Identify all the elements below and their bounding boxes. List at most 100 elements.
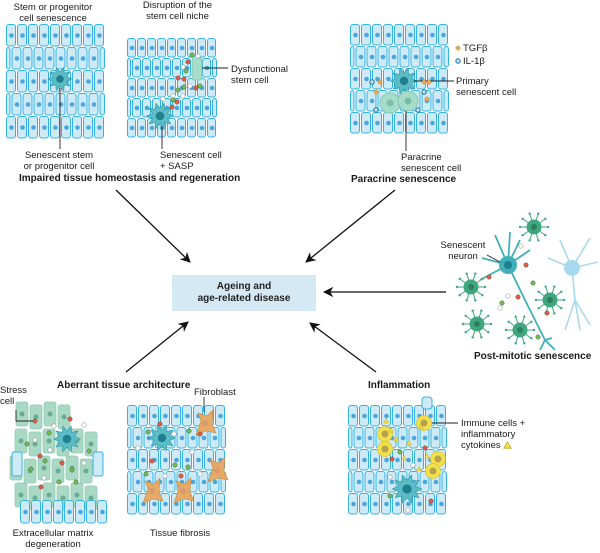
- cell-nucleus: [441, 76, 446, 82]
- cell-nucleus: [358, 54, 364, 60]
- sasp-factor: [37, 453, 43, 459]
- cell-nucleus: [406, 501, 411, 507]
- cell-nucleus: [422, 435, 428, 441]
- inflammation-title: Inflammation: [368, 380, 431, 391]
- cell-nucleus: [375, 32, 380, 38]
- cell-nucleus: [163, 413, 168, 419]
- cell-nucleus: [408, 32, 413, 38]
- cell-nucleus: [149, 85, 155, 91]
- glia-tip: [534, 298, 538, 302]
- cell-nucleus: [141, 413, 146, 419]
- sasp-factor: [42, 458, 48, 464]
- sasp-factor: [197, 83, 203, 89]
- cell-nucleus: [174, 413, 179, 419]
- sasp-factor: [174, 99, 180, 105]
- glia-tip: [514, 315, 517, 318]
- tissue-cell: [11, 451, 23, 477]
- glia-tip: [489, 322, 493, 326]
- senescent-stem-cell: [47, 67, 73, 91]
- glia-tip: [537, 290, 540, 293]
- sasp-factor: [51, 423, 57, 429]
- glia-tip: [481, 294, 484, 297]
- glia-tip: [523, 315, 526, 318]
- sasp-factor: [186, 428, 192, 434]
- stress-cell-nucleus: [88, 495, 94, 501]
- sasp-factor: [28, 466, 34, 472]
- niche-disruption-title: Disruption of the stem cell niche: [140, 0, 215, 22]
- sasp-factor: [172, 462, 178, 468]
- cell-nucleus: [129, 125, 135, 131]
- cytokine-marker: [401, 454, 407, 461]
- senescent-cell-nucleus: [399, 76, 409, 86]
- sasp-factor: [387, 474, 393, 480]
- cell-nucleus: [179, 45, 185, 51]
- cell-nucleus: [353, 76, 358, 82]
- cell-nucleus: [373, 413, 378, 419]
- stress-cell-nucleus: [18, 492, 24, 498]
- cell-nucleus: [135, 435, 141, 441]
- glia-tip: [553, 285, 556, 288]
- cell-nucleus: [64, 125, 69, 130]
- sasp-factor: [428, 498, 434, 504]
- stress-cell-nucleus: [46, 438, 52, 444]
- cell-nucleus: [380, 54, 386, 60]
- cell-nucleus: [356, 479, 362, 485]
- sasp-factor: [530, 280, 536, 286]
- cell-nucleus: [97, 33, 102, 38]
- cell-nucleus: [439, 413, 444, 419]
- cell-nucleus: [31, 33, 36, 38]
- cytokine-marker: [424, 452, 430, 459]
- paracrine-senescent-label: Paracrine senescent cell: [401, 152, 461, 174]
- cell-nucleus: [152, 501, 157, 507]
- cell-nucleus: [78, 509, 83, 515]
- cell-nucleus: [159, 45, 165, 51]
- sen-stem-label-2: or progenitor cell: [23, 161, 95, 172]
- tgfb-marker: [455, 45, 461, 51]
- cytokine-marker: [383, 417, 389, 424]
- stress-cell-nucleus: [41, 465, 47, 471]
- sasp-factor: [189, 449, 195, 455]
- immune-cell-nucleus: [434, 455, 442, 463]
- niche-title-2: stem cell niche: [146, 11, 209, 22]
- cell-nucleus: [207, 501, 212, 507]
- cell-nucleus: [20, 125, 25, 130]
- sasp-factor: [183, 68, 189, 74]
- cell-nucleus: [375, 120, 380, 126]
- sasp-factor: [181, 76, 187, 82]
- tgfb-marker: [377, 79, 383, 85]
- stem-senescence-title: Stem or progenitor cell senescence: [8, 2, 98, 24]
- cell-nucleus: [20, 33, 25, 38]
- glia-tip: [560, 307, 563, 310]
- cell-nucleus: [218, 501, 223, 507]
- glia-tip: [465, 272, 468, 275]
- cytokine-marker: [406, 439, 412, 446]
- cell-nucleus: [386, 76, 391, 82]
- healthy-neuron-processes: [547, 237, 599, 331]
- senescent-cell-nucleus: [155, 111, 165, 121]
- senescent-cell-sasp: [146, 102, 174, 130]
- cell-nucleus: [169, 45, 175, 51]
- cell-nucleus: [384, 457, 389, 463]
- tissue-cell: [6, 47, 11, 70]
- cell-nucleus: [185, 501, 190, 507]
- cell-nucleus: [196, 501, 201, 507]
- sasp-factor: [185, 59, 191, 65]
- glia-tip: [458, 294, 461, 297]
- sen-sasp-label-2: + SASP: [160, 161, 194, 172]
- sasp-factor: [86, 448, 92, 454]
- immune-cell-nucleus: [420, 419, 428, 427]
- sasp-factor: [149, 458, 155, 464]
- glia-tip: [464, 314, 467, 317]
- cell-nucleus: [31, 79, 36, 84]
- cell-nucleus: [373, 501, 378, 507]
- legend-il1b-text: IL-1β: [463, 56, 485, 67]
- cell-nucleus: [406, 413, 411, 419]
- primary-label-1: Primary: [456, 76, 489, 87]
- tissue-cell: [350, 90, 355, 112]
- sasp-factor: [32, 437, 38, 443]
- sasp-factor: [81, 460, 87, 466]
- stress-cell-nucleus: [32, 495, 38, 501]
- cell-nucleus: [218, 413, 223, 419]
- cell-nucleus: [190, 435, 196, 441]
- sasp-factor: [169, 104, 175, 110]
